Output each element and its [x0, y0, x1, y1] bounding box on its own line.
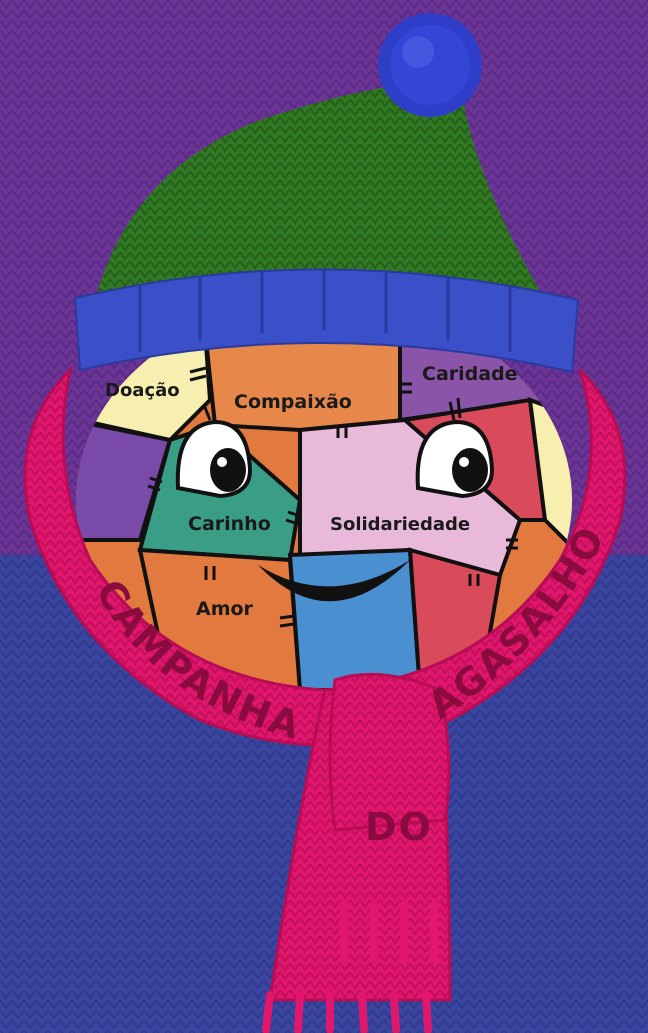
patch-blue: [287, 547, 423, 692]
label-doacao: Doação: [105, 380, 180, 401]
scarf-icon: [23, 365, 627, 1033]
smile-icon: [258, 560, 410, 602]
label-caridade: Caridade: [422, 363, 518, 385]
hat-icon: [73, 80, 580, 374]
label-amor: Amor: [196, 598, 254, 620]
label-solidariedade: Solidariedade: [330, 514, 470, 535]
label-carinho: Carinho: [188, 513, 271, 535]
campaign-word-2: DO: [365, 805, 433, 849]
label-compaixao: Compaixão: [234, 391, 352, 413]
stitches: [147, 366, 518, 628]
pompom-icon: [378, 13, 482, 117]
right-eye-icon: [415, 397, 495, 499]
left-eye-icon: [175, 399, 253, 499]
patch-left-purple: [76, 417, 173, 542]
